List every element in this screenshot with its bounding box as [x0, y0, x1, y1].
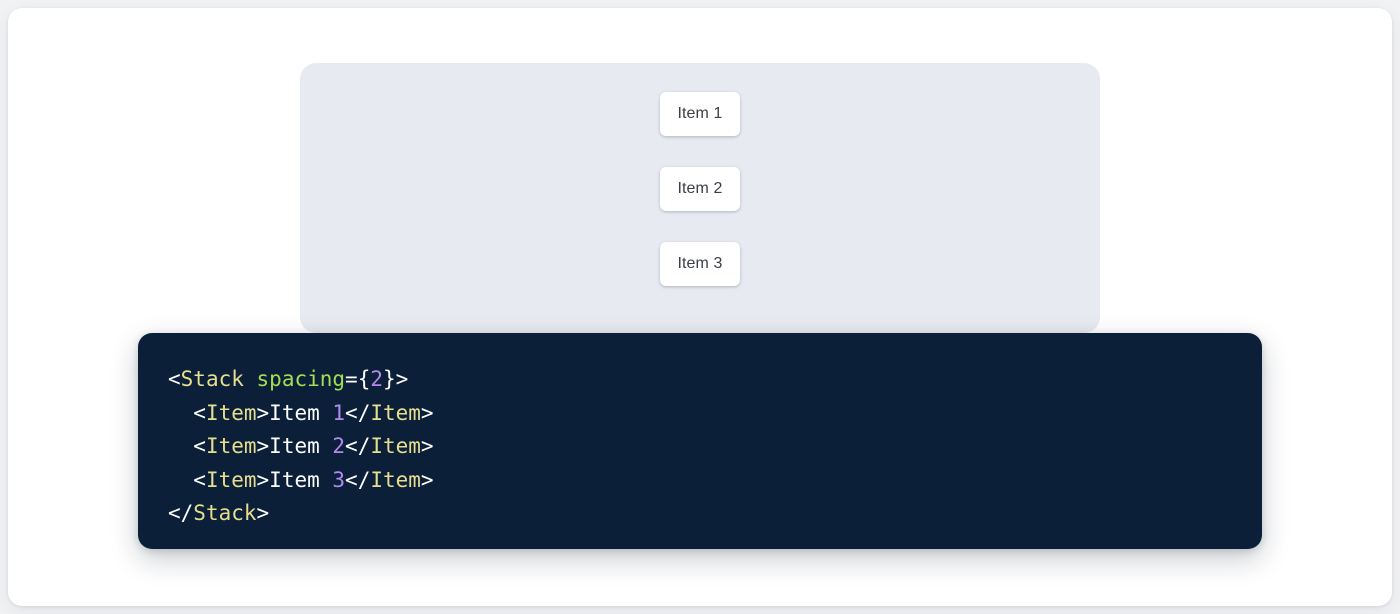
surface-card: Item 1 Item 2 Item 3 <Stack spacing={2}>… — [8, 8, 1392, 606]
code-token-punct: < — [168, 367, 181, 391]
code-token-text: Item — [269, 400, 333, 425]
code-token-punct: > — [420, 467, 434, 492]
code-token-punct: </ — [345, 434, 371, 458]
code-token-tag: Item — [205, 434, 257, 458]
code-token-punct: </ — [345, 400, 371, 425]
code-token-punct: }> — [383, 367, 409, 391]
code-token-num: 2 — [370, 367, 383, 391]
code-token-punct: ={ — [345, 367, 371, 391]
code-token-punct: > — [420, 400, 434, 425]
code-line: <Item>Item 3</Item> — [168, 464, 1262, 498]
code-token-text: Item — [269, 467, 333, 492]
code-token-tag: Stack — [180, 367, 244, 391]
code-line: </Stack> — [168, 497, 1262, 531]
code-token-tag: Stack — [193, 501, 257, 525]
stack-container: Item 1 Item 2 Item 3 — [300, 63, 1100, 333]
code-token-punct: </ — [168, 501, 194, 525]
code-token-punct — [244, 367, 257, 391]
code-token-tag: Item — [205, 400, 257, 425]
code-lines: <Stack spacing={2}> <Item>Item 1</Item> … — [168, 363, 1262, 531]
code-token-punct: </ — [345, 467, 371, 492]
code-snippet-block[interactable]: <Stack spacing={2}> <Item>Item 1</Item> … — [138, 333, 1262, 549]
code-token-punct: < — [168, 434, 206, 458]
code-token-num: 1 — [332, 400, 346, 425]
stack-item[interactable]: Item 2 — [660, 167, 740, 211]
code-token-num: 3 — [332, 467, 346, 492]
code-token-tag: Item — [370, 434, 421, 458]
code-token-punct: > — [420, 434, 434, 458]
code-token-punct: > — [256, 467, 270, 492]
code-token-attr: spacing — [256, 367, 346, 391]
code-line: <Item>Item 1</Item> — [168, 397, 1262, 431]
code-token-text: Item — [269, 434, 333, 458]
stack-item[interactable]: Item 1 — [660, 92, 740, 136]
code-token-num: 2 — [332, 434, 346, 458]
component-preview-panel: Item 1 Item 2 Item 3 — [300, 63, 1100, 333]
stack-item[interactable]: Item 3 — [660, 242, 740, 286]
code-token-punct: < — [168, 400, 206, 425]
code-token-punct: > — [256, 400, 270, 425]
code-token-punct: > — [256, 501, 270, 525]
code-token-tag: Item — [205, 467, 257, 492]
code-token-tag: Item — [370, 400, 421, 425]
code-token-tag: Item — [370, 467, 421, 492]
code-token-punct: < — [168, 467, 206, 492]
code-line: <Item>Item 2</Item> — [168, 430, 1262, 464]
code-line: <Stack spacing={2}> — [168, 363, 1262, 397]
code-token-punct: > — [256, 434, 270, 458]
